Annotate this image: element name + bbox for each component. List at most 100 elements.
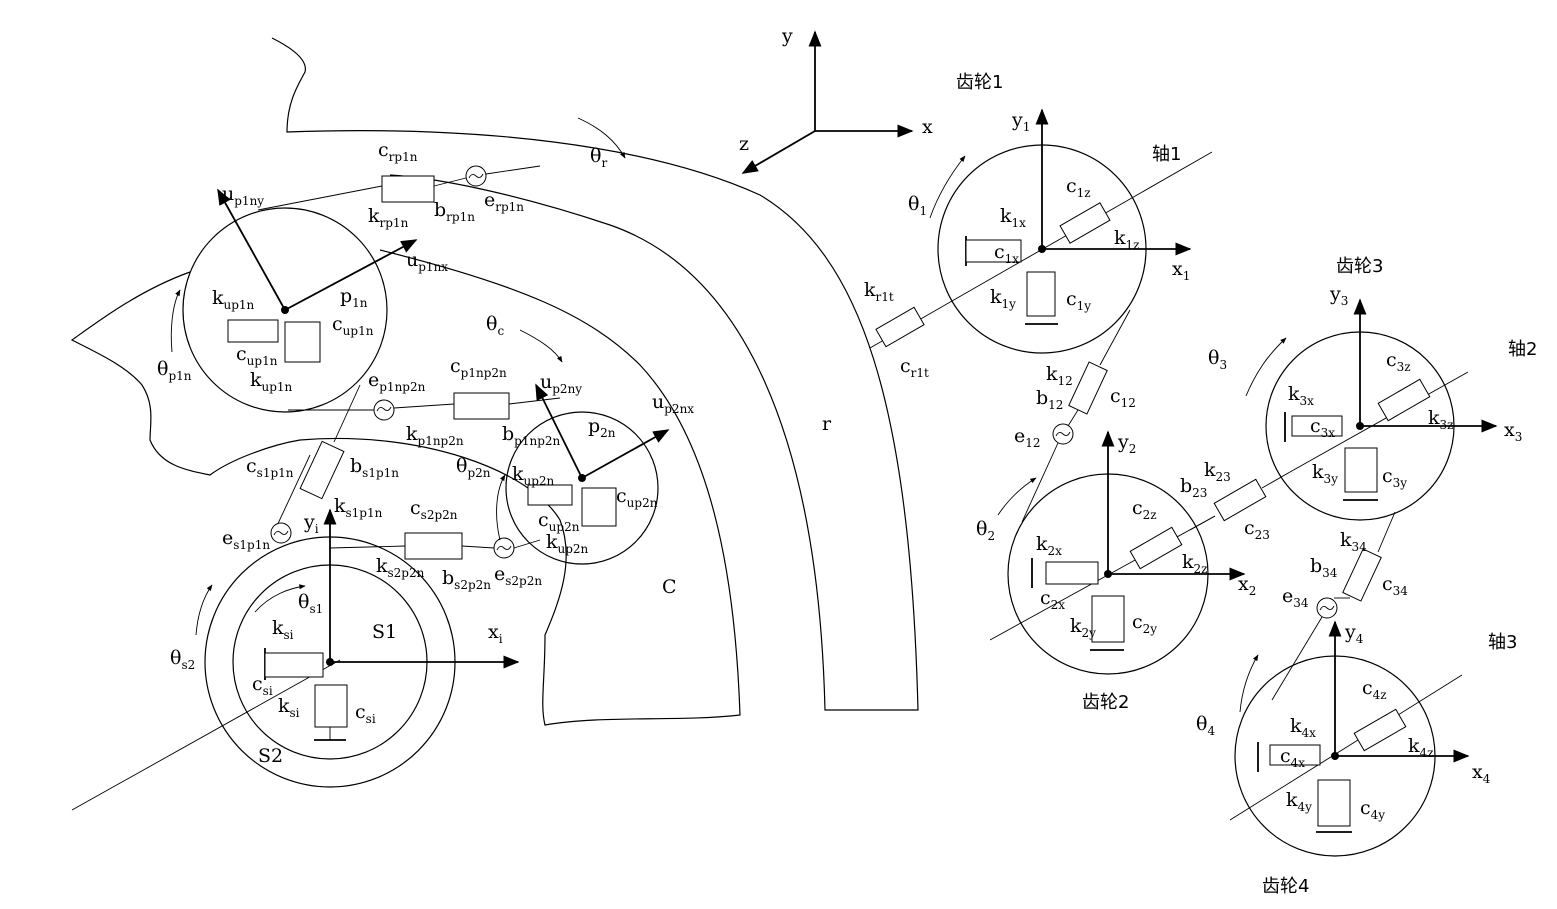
gear-2-name: 齿轮2 <box>1082 692 1129 713</box>
gear3-theta-label: θ3 <box>1208 347 1227 372</box>
gear3-x-label: x3 <box>1504 419 1522 444</box>
gear2-ky-label: k2y <box>1070 615 1096 640</box>
gear1-kz-sub-label: 1z <box>1126 238 1140 252</box>
gear1-cr-label: cr1t <box>900 355 929 380</box>
mesh34-k-label: k34 <box>1340 529 1367 554</box>
planetary-section: r C S1 S2 θr θc θp1n θp2n θs1 θs2 p1n p2… <box>70 37 919 811</box>
planetary-k-s2p2n-sub-label: s2p2n <box>388 566 425 580</box>
gear1-x-label: x <box>1172 258 1183 280</box>
planetary-u-p1nx-label: u <box>406 249 418 271</box>
gear3-cy-label: c3y <box>1382 465 1407 490</box>
planetary-p1n-label: p <box>340 285 352 307</box>
mesh23-b-label: b23 <box>1180 475 1207 500</box>
planetary-u-p1ny-sub-label: p1ny <box>234 194 264 208</box>
planetary-e-s2p2n-sub-label: s2p2n <box>505 574 542 588</box>
planetary-x-i-sub-label: i <box>499 632 503 646</box>
planetary-u-p2ny-sub-label: p2ny <box>552 382 582 396</box>
carrier-outline <box>70 249 741 726</box>
planetary-k-si-a-label: ksi <box>272 617 294 642</box>
planetary-k-up2n-a-label: kup2n <box>512 463 555 488</box>
error-source-p1np2n <box>373 399 395 421</box>
planetary-theta-p2n-sub-label: p2n <box>467 466 490 480</box>
gear2-ky-label: k <box>1070 615 1082 637</box>
gear4-cx-sub-label: 4x <box>1291 756 1306 770</box>
mesh34-k-label: k <box>1340 529 1352 551</box>
gear3-kx-label: k3x <box>1288 383 1314 408</box>
planetary-e-p1np2n-label: e <box>368 369 379 391</box>
mesh34-c-label: c34 <box>1382 573 1408 598</box>
planetary-p2n-sub-label: 2n <box>600 426 616 440</box>
planetary-u-p1ny-label: u <box>222 183 234 205</box>
gear1-cz-label: c <box>1066 175 1077 197</box>
gear1-kz-label: k <box>1114 227 1126 249</box>
planetary-e-rp1n-label: e <box>484 189 495 211</box>
gear1-cy-label: c <box>1066 288 1077 310</box>
gear2-theta-label: θ <box>976 518 987 540</box>
planetary-theta-r-label: θr <box>590 145 607 170</box>
planetary-e-rp1n-sub-label: rp1n <box>495 200 524 214</box>
planetary-b-s1p1n-sub-label: s1p1n <box>362 466 399 480</box>
planetary-c-si-b-label: csi <box>355 701 376 726</box>
gear-4-group: 齿轮4 轴3 y4 x4 θ4 k4x c4x k4y c4y k4z c4z <box>1196 620 1517 897</box>
gear4-y-label: y <box>1344 621 1356 643</box>
planetary-k-s2p2n-label: k <box>376 555 388 577</box>
planetary-p2n-label: p <box>588 415 600 437</box>
planetary-e-s1p1n-label: es1p1n <box>222 527 270 552</box>
planetary-c-rp1n-sub-label: rp1n <box>389 150 418 164</box>
planetary-k-up1n-a-label: kup1n <box>212 287 255 312</box>
planetary-k-up2n-a-sub-label: up2n <box>524 474 555 488</box>
mesh-23-group: k23 b23 c23 <box>1180 459 1291 542</box>
gear3-kz-label: k <box>1428 407 1440 429</box>
gear1-kx-label: k <box>1000 205 1012 227</box>
gear1-kz-label: k1z <box>1114 227 1139 252</box>
shaft-3-line <box>1289 371 1469 473</box>
gear3-kx-label: k <box>1288 383 1300 405</box>
gear-1-group: 齿轮1 轴1 y1 x1 θ1 k1x c1x k1y c1y k1z c1z … <box>864 72 1213 380</box>
planetary-c-up1n-b-label: cup1n <box>236 343 278 368</box>
planetary-c-p1np2n-sub-label: p1np2n <box>461 366 507 380</box>
mesh23-c-sub-label: 23 <box>1255 528 1270 542</box>
planetary-c-s2p2n-label: c <box>410 497 421 519</box>
mesh12-c-sub-label: 12 <box>1121 396 1136 410</box>
gear2-y-label: y <box>1117 431 1129 453</box>
gear1-cz-label: c1z <box>1066 175 1091 200</box>
planetary-theta-r-sub-label: r <box>601 156 607 170</box>
planetary-c-s1p1n-label: c <box>246 455 257 477</box>
gear2-cy-label: c2y <box>1132 611 1157 636</box>
gear2-cy-label: c <box>1132 611 1143 633</box>
planetary-u-p1ny-label: up1ny <box>222 183 264 208</box>
gear3-kz-label: k3z <box>1428 407 1453 432</box>
planetary-k-si-a-label: k <box>272 617 284 639</box>
gear4-y-label: y4 <box>1344 621 1364 646</box>
planetary-c-up1n-a-sub-label: up1n <box>343 324 374 338</box>
mesh23-c-label: c23 <box>1244 517 1270 542</box>
planetary-e-s1p1n-sub-label: s1p1n <box>233 538 270 552</box>
planetary-c-s1p1n-sub-label: s1p1n <box>257 466 294 480</box>
planetary-k-p1np2n-label: k <box>406 423 418 445</box>
gear1-ky-label: k <box>990 286 1002 308</box>
gear-3-group: 齿轮3 轴2 y3 x3 θ3 k3x c3x k3y c3y k3z c3z <box>1208 256 1537 521</box>
gear3-cx-label: c3x <box>1310 415 1335 440</box>
gear2-y-label: y2 <box>1117 431 1136 456</box>
gear1-cy-label: c1y <box>1066 288 1091 313</box>
planetary-k-up1n-b-label: k <box>250 369 262 391</box>
mesh34-k-sub-label: 34 <box>1352 540 1368 554</box>
gear3-x-sub-label: 3 <box>1515 430 1523 444</box>
gear4-ky-sub-label: 4y <box>1298 800 1313 814</box>
mesh12-k-sub-label: 12 <box>1058 374 1073 388</box>
planetary-b-p1np2n-label: b <box>502 423 514 445</box>
theta-2-arrow <box>997 477 1037 516</box>
theta-c-arrow <box>519 329 563 363</box>
gear4-kx-label: k <box>1290 715 1302 737</box>
gear4-cz-label: c <box>1362 677 1373 699</box>
planetary-c-up2n-b-sub-label: up2n <box>549 520 580 534</box>
planetary-theta-s2-label: θ <box>170 647 181 669</box>
planetary-k-up2n-b-label: kup2n <box>546 531 589 556</box>
gear2-cz-label: c2z <box>1132 497 1157 522</box>
planetary-u-p2nx-label: u <box>652 391 664 413</box>
theta-3-arrow <box>1245 337 1287 397</box>
theta-p2n-arrow <box>496 474 506 541</box>
gear1-cx-sub-label: 1x <box>1005 252 1020 266</box>
planetary-k-s2p2n-label: ks2p2n <box>376 555 425 580</box>
